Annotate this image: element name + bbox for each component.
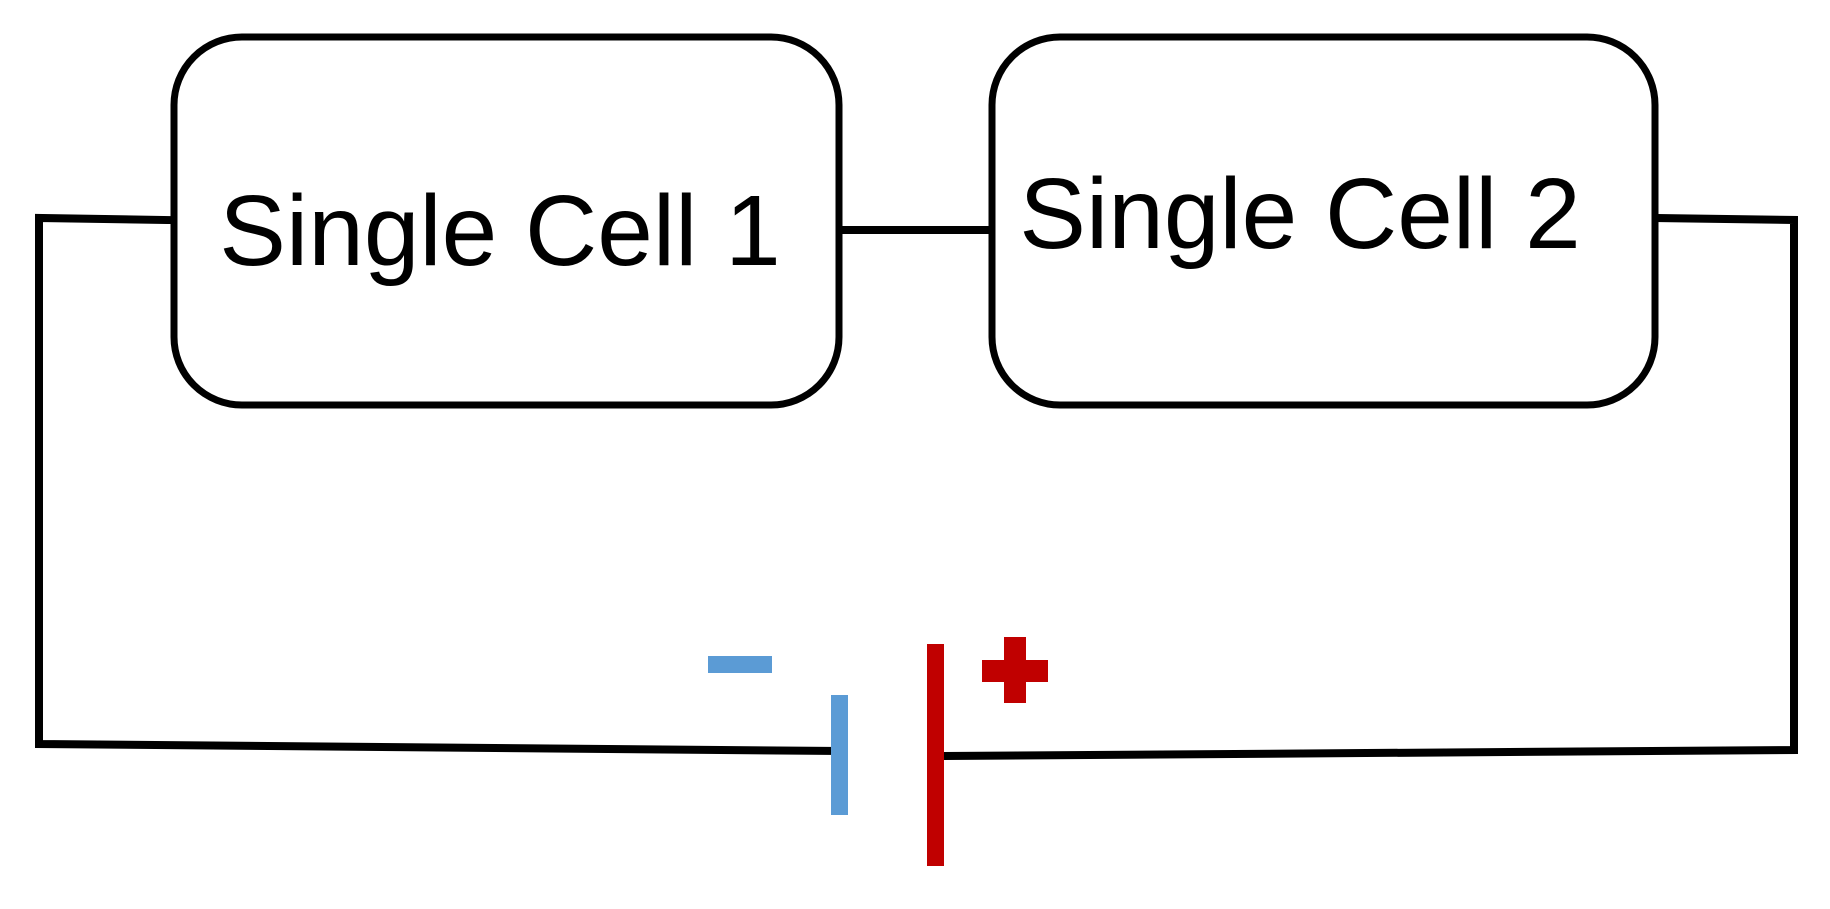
cell-2: Single Cell 2	[988, 33, 1659, 409]
battery	[708, 637, 1048, 866]
battery-negative-plate	[831, 695, 848, 815]
cell-1: Single Cell 1	[170, 33, 843, 409]
cell-2-label: Single Cell 2	[1019, 158, 1580, 270]
negative-sign-icon	[708, 656, 772, 673]
wire-left	[35, 213, 843, 756]
cell-1-label: Single Cell 1	[219, 175, 780, 287]
wire-right	[943, 213, 1798, 761]
cell-2-box	[988, 33, 1659, 409]
positive-sign-icon	[982, 637, 1048, 703]
cell-1-box	[170, 33, 843, 409]
battery-positive-plate	[927, 644, 944, 866]
circuit-wires	[35, 213, 1798, 761]
